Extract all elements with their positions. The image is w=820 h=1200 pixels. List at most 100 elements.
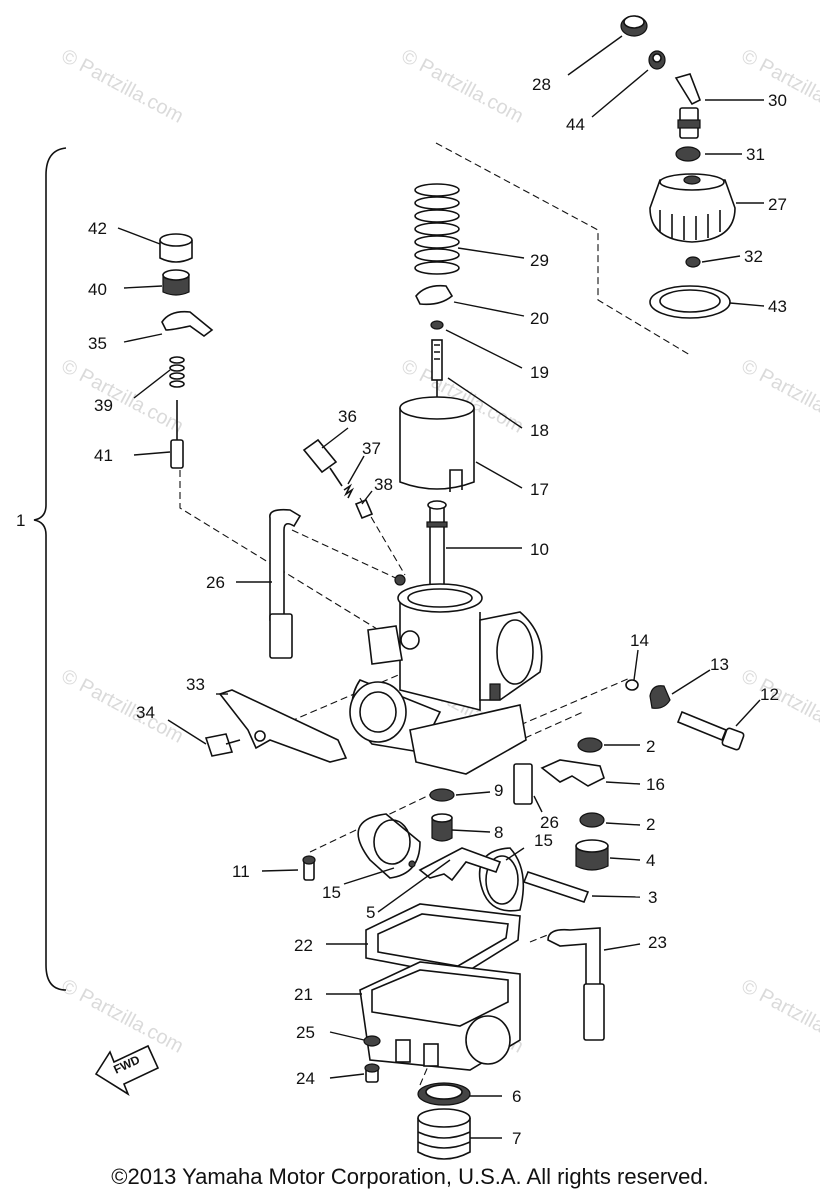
nut-44: [648, 50, 666, 70]
washer-2: [577, 737, 603, 753]
watermark: © Partzilla.com: [398, 45, 527, 128]
callout-39: 39: [94, 396, 113, 415]
float-arm-5: [418, 847, 502, 882]
callout-7: 7: [512, 1129, 521, 1148]
watermark: © Partzilla.com: [58, 45, 187, 128]
callout-42: 42: [88, 219, 107, 238]
spring-39: [169, 356, 185, 388]
watermark: © Partzilla.com: [738, 355, 820, 438]
callout-10: 10: [530, 540, 549, 559]
callout-23: 23: [648, 933, 667, 952]
callout-41: 41: [94, 446, 113, 465]
callout-25: 25: [296, 1023, 315, 1042]
screw-38: [354, 498, 374, 520]
callout-numbers: 1 28 44 30 31 27 32 43 29 20 19 18 17 10…: [16, 75, 787, 1148]
fwd-arrow: FWD: [94, 1044, 160, 1096]
callout-1: 1: [16, 511, 25, 530]
cable-adjuster-30: [674, 73, 702, 139]
washer-2: [579, 812, 605, 828]
callout-35: 35: [88, 334, 107, 353]
callout-24: 24: [296, 1069, 315, 1088]
washer-25: [363, 1035, 381, 1047]
starter-plunger-41: [170, 400, 184, 469]
gasket-43: [649, 285, 731, 319]
float-pin-3: [522, 871, 590, 903]
bolt-34: [204, 733, 241, 757]
watermark: © Partzilla.com: [738, 975, 820, 1058]
cap-42: [159, 233, 193, 263]
callout-30: 30: [768, 91, 787, 110]
callout-40: 40: [88, 280, 107, 299]
callout-19: 19: [530, 363, 549, 382]
callout-3: 3: [648, 888, 657, 907]
callout-4: 4: [646, 851, 655, 870]
callout-21: 21: [294, 985, 313, 1004]
callout-20: 20: [530, 309, 549, 328]
callout-2: 2: [646, 815, 655, 834]
callout-38: 38: [374, 475, 393, 494]
callout-31: 31: [746, 145, 765, 164]
o-ring-14: [625, 679, 639, 691]
callout-13: 13: [710, 655, 729, 674]
throttle-valve-17: [399, 396, 475, 492]
hose-26: [513, 763, 533, 805]
plate-35: [161, 310, 214, 337]
copyright-notice: ©2013 Yamaha Motor Corporation, U.S.A. A…: [111, 1164, 709, 1189]
plate-20: [415, 284, 454, 306]
clip-32: [685, 256, 701, 268]
callout-43: 43: [768, 297, 787, 316]
callout-12: 12: [760, 685, 779, 704]
mixing-chamber-top-27: [649, 173, 736, 243]
callout-29: 29: [530, 251, 549, 270]
callout-8: 8: [494, 823, 503, 842]
callout-5: 5: [366, 903, 375, 922]
callout-22: 22: [294, 936, 313, 955]
callout-2: 2: [646, 737, 655, 756]
callout-26: 26: [540, 813, 559, 832]
screw-24: [364, 1063, 380, 1083]
callout-17: 17: [530, 480, 549, 499]
callout-33: 33: [186, 675, 205, 694]
callout-18: 18: [530, 421, 549, 440]
float-bowl-gasket-22: [365, 903, 521, 977]
needle-jet-10: [426, 500, 448, 586]
nut-4: [575, 839, 609, 871]
callout-34: 34: [136, 703, 155, 722]
callout-32: 32: [744, 247, 763, 266]
watermark: © Partzilla.com: [58, 665, 187, 748]
spring-29: [414, 183, 460, 275]
watermark: © Partzilla.com: [58, 975, 187, 1058]
callout-27: 27: [768, 195, 787, 214]
callout-15: 15: [322, 883, 341, 902]
nut-13: [649, 685, 671, 709]
assembly-bracket: [33, 147, 67, 991]
callout-26: 26: [206, 573, 225, 592]
callout-15: 15: [534, 831, 553, 850]
watermark: © Partzilla.com: [738, 665, 820, 748]
throttle-lever-33: [218, 689, 348, 763]
callout-6: 6: [512, 1087, 521, 1106]
spring-37: [343, 483, 355, 499]
main-jet-8: [431, 813, 453, 842]
clip-19: [430, 320, 444, 330]
cap-28: [620, 15, 648, 37]
leader-lines: [117, 35, 765, 1139]
carburetor-body: [349, 574, 543, 775]
washer-31: [675, 146, 701, 162]
callout-36: 36: [338, 407, 357, 426]
float-bowl-21: [359, 961, 521, 1071]
callout-44: 44: [566, 115, 585, 134]
callout-11: 11: [232, 862, 250, 881]
watermark: © Partzilla.com: [738, 45, 820, 128]
callout-14: 14: [630, 631, 649, 650]
plug-7: [417, 1108, 471, 1160]
watermark: © Partzilla.com: [58, 355, 187, 438]
washer-9: [429, 788, 455, 802]
seal-6: [417, 1082, 471, 1106]
idle-screw-12: [676, 710, 745, 751]
hose-23: [547, 927, 605, 1041]
callout-28: 28: [532, 75, 551, 94]
callout-37: 37: [362, 439, 381, 458]
pilot-screw-36: [302, 438, 343, 487]
